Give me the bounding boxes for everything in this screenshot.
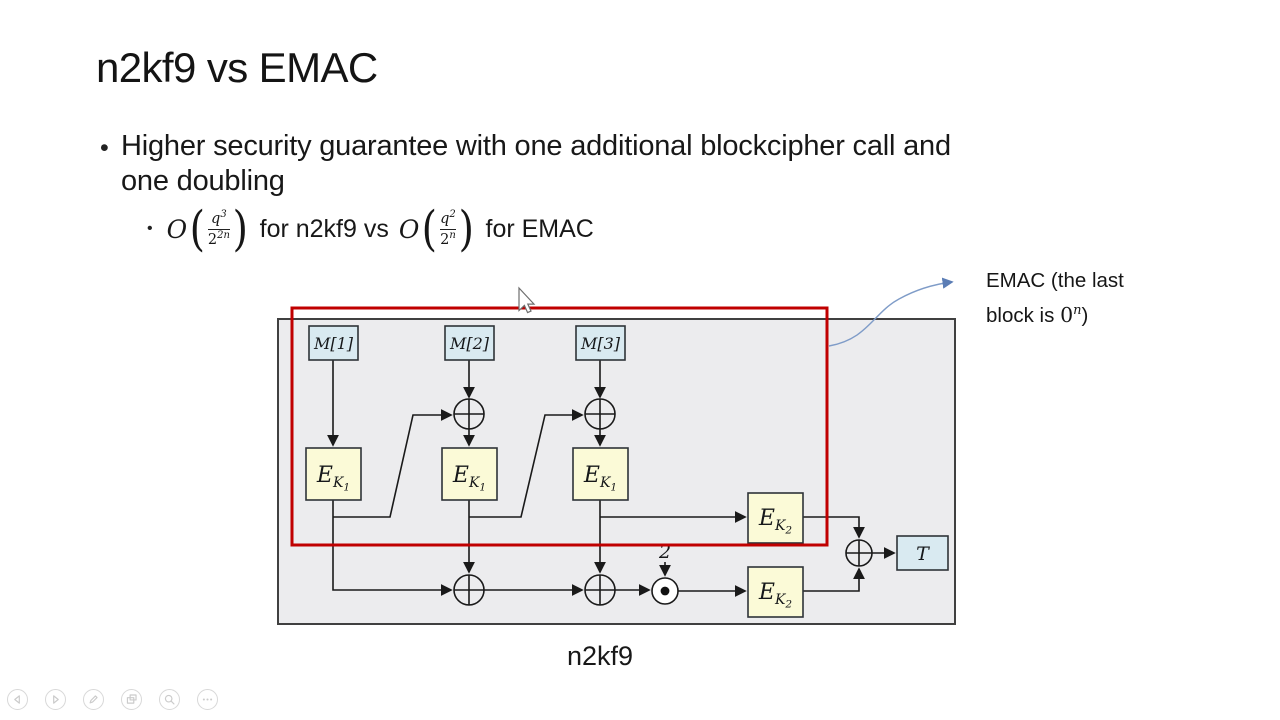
block-ek1-3-label: EK1 (583, 463, 617, 494)
slides-icon (126, 694, 137, 704)
right-paren: ) (458, 201, 474, 257)
xor-top-2 (584, 398, 616, 430)
tag-output: T (896, 535, 949, 571)
multiply-dot-icon (660, 586, 670, 596)
block-t (896, 535, 949, 571)
block-ek2-top-label: EK2 (758, 506, 793, 537)
sub-bullet: • O ( q3 22n ) for n2kf9 vs O ( q2 2n ) … (147, 199, 594, 259)
block-ek1-3 (572, 447, 629, 501)
block-t-label: T (916, 543, 930, 565)
wire (333, 409, 453, 518)
emac-highlight-rect (290, 306, 829, 547)
xor-top-1 (453, 398, 485, 430)
left-paren: ( (422, 201, 438, 257)
wire (332, 500, 453, 596)
big-o-symbol: O (398, 214, 420, 244)
block-m1-label: M[1] (313, 334, 354, 353)
fraction-bar (207, 228, 230, 230)
pen-tools-button[interactable] (83, 689, 104, 710)
presentation-controls (0, 684, 240, 716)
block-m2 (444, 325, 495, 361)
block-m3-label: M[3] (580, 334, 621, 353)
see-all-slides-button[interactable] (121, 689, 142, 710)
wire (469, 409, 584, 518)
fraction-n2kf9: q3 22n (207, 208, 230, 248)
left-triangle-icon (14, 695, 20, 704)
mouse-cursor-icon (518, 286, 536, 314)
left-paren: ( (189, 201, 206, 257)
ek1-blocks: EK1 EK1 EK1 (305, 447, 629, 501)
bullet-marker: • (100, 134, 109, 162)
fraction-denominator: 2n (440, 230, 456, 248)
xor-bottom-1 (453, 574, 485, 606)
block-m3 (575, 325, 626, 361)
wire (803, 567, 865, 592)
right-triangle-icon (53, 695, 59, 704)
more-options-button[interactable] (197, 689, 218, 710)
previous-slide-button[interactable] (7, 689, 28, 710)
block-ek1-2 (441, 447, 498, 501)
magnifier-icon (164, 694, 175, 705)
fraction-bar (440, 228, 456, 230)
ek2-blocks: EK2 EK2 (747, 492, 804, 618)
slide-title: n2kf9 vs EMAC (96, 44, 378, 91)
message-blocks: M[1] M[2] M[3] (308, 325, 626, 361)
annotation-line2: block is 0n) (986, 302, 1089, 327)
bullet-text-line2: one doubling (121, 165, 285, 197)
block-ek2-top (747, 492, 804, 544)
fraction-numerator: q3 (211, 208, 227, 227)
emac-annotation: EMAC (the last block is 0n) (986, 266, 1124, 330)
sub-bullet-mid-text: for n2kf9 vs (259, 214, 389, 243)
ellipsis-icon (202, 698, 213, 701)
connector-wires (327, 360, 896, 597)
next-slide-button[interactable] (45, 689, 66, 710)
wire (803, 516, 865, 539)
block-m1 (308, 325, 359, 361)
xor-nodes (453, 398, 873, 606)
xor-bottom-2 (584, 574, 616, 606)
block-m2-label: M[2] (449, 334, 490, 353)
sub-bullet-tail-text: for EMAC (485, 214, 594, 243)
annotation-line1: EMAC (the last (986, 269, 1124, 292)
fraction-numerator: q2 (440, 208, 456, 227)
block-ek1-1-label: EK1 (316, 463, 350, 494)
block-ek2-bottom-label: EK2 (758, 580, 793, 611)
diagram-caption: n2kf9 (566, 641, 634, 671)
xor-final (845, 539, 873, 567)
right-paren: ) (232, 201, 248, 257)
annotation-arrow (828, 277, 954, 347)
block-ek1-1 (305, 447, 362, 501)
fraction-emac: q2 2n (440, 208, 456, 248)
bullet-text-line1: Higher security guarantee with one addit… (121, 130, 951, 162)
sub-bullet-marker: • (147, 220, 153, 237)
big-o-symbol: O (166, 214, 188, 244)
fraction-denominator: 22n (207, 230, 230, 248)
block-ek2-bottom (747, 566, 804, 618)
pen-icon (89, 695, 98, 704)
zoom-slide-button[interactable] (159, 689, 180, 710)
block-ek1-2-label: EK1 (452, 463, 486, 494)
